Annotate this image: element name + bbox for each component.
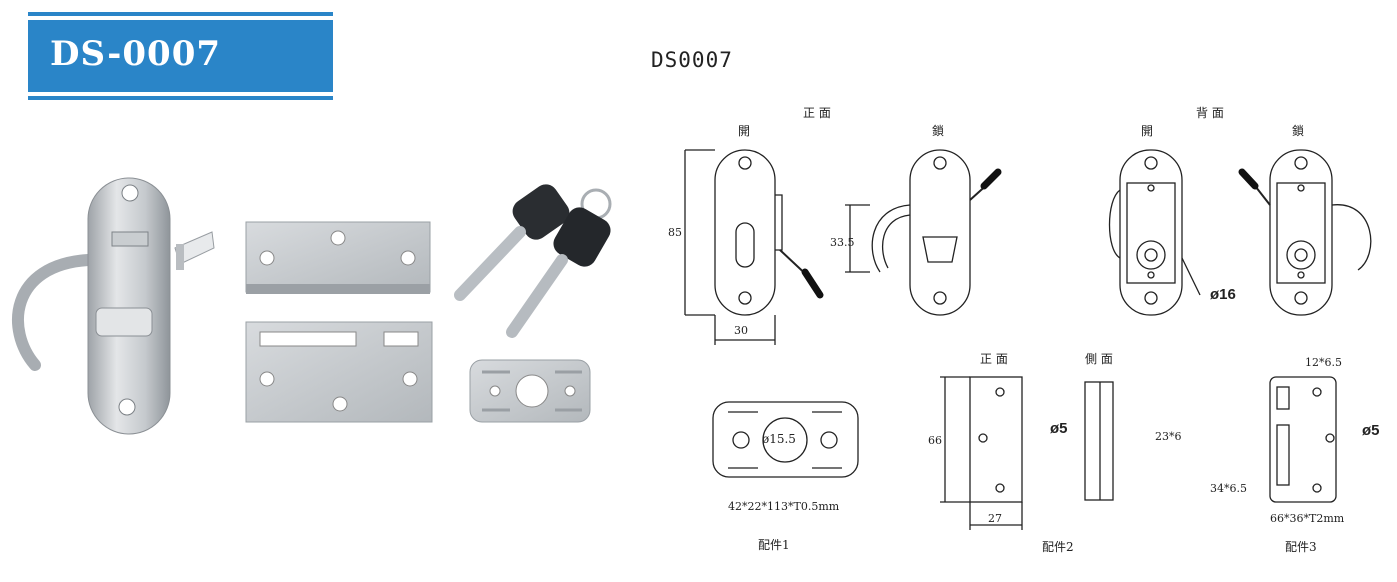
part2-side-heading: 側 面 xyxy=(1085,352,1113,366)
front-open-view xyxy=(684,149,824,345)
strike-plate-photo xyxy=(245,221,431,294)
part2-front-heading: 正 面 xyxy=(980,352,1008,366)
badge-top-rule xyxy=(28,12,333,16)
mounting-plate-photo xyxy=(245,321,433,423)
part2-width-dim: 27 xyxy=(988,512,1002,525)
back-open-label: 開 xyxy=(1141,124,1154,138)
back-heading: 背 面 xyxy=(1196,106,1224,120)
part1-spec: 42*22*113*T0.5mm xyxy=(728,500,840,513)
front-heading: 正 面 xyxy=(803,106,831,120)
part1-view xyxy=(712,401,859,478)
technical-drawing xyxy=(684,149,1372,530)
front-open-label: 開 xyxy=(738,124,751,138)
badge-box xyxy=(28,20,333,92)
small-plate-photo xyxy=(469,359,591,423)
front-lock-view xyxy=(845,149,1002,316)
part3-name: 配件3 xyxy=(1285,540,1317,554)
latch-body-photo xyxy=(11,177,215,435)
keys-photo xyxy=(454,184,612,338)
part3-slot-bottom-dim: 34*6.5 xyxy=(1210,482,1247,495)
title-badge: DS-0007 xyxy=(28,12,333,100)
front-hook-dim: 33.5 xyxy=(830,236,855,249)
part3-slot-top-dim: 12*6.5 xyxy=(1305,356,1342,369)
part2-name: 配件2 xyxy=(1042,540,1074,554)
back-open-view xyxy=(1108,149,1201,316)
part2-slot-dim: 23*6 xyxy=(1155,430,1182,443)
part3-spec: 66*36*T2mm xyxy=(1270,512,1345,525)
front-width-dim: 30 xyxy=(734,324,748,337)
part1-hole-dim: ø15.5 xyxy=(762,432,796,446)
part2-height-dim: 66 xyxy=(928,434,942,447)
part1-name: 配件1 xyxy=(758,538,790,552)
product-photos xyxy=(11,177,612,435)
part3-view xyxy=(1269,376,1337,503)
badge-bottom-rule xyxy=(28,96,333,100)
cylinder-dim: ø16 xyxy=(1210,286,1236,303)
back-lock-label: 鎖 xyxy=(1292,124,1305,138)
back-lock-view xyxy=(1238,149,1372,316)
part2-view xyxy=(940,376,1114,530)
badge-title: DS-0007 xyxy=(50,34,222,74)
drawing-title: DS0007 xyxy=(651,48,733,72)
front-lock-label: 鎖 xyxy=(932,124,945,138)
part3-hole-dim: ø5 xyxy=(1362,422,1380,439)
part2-hole-dim: ø5 xyxy=(1050,420,1068,437)
front-height-dim: 85 xyxy=(668,226,682,239)
